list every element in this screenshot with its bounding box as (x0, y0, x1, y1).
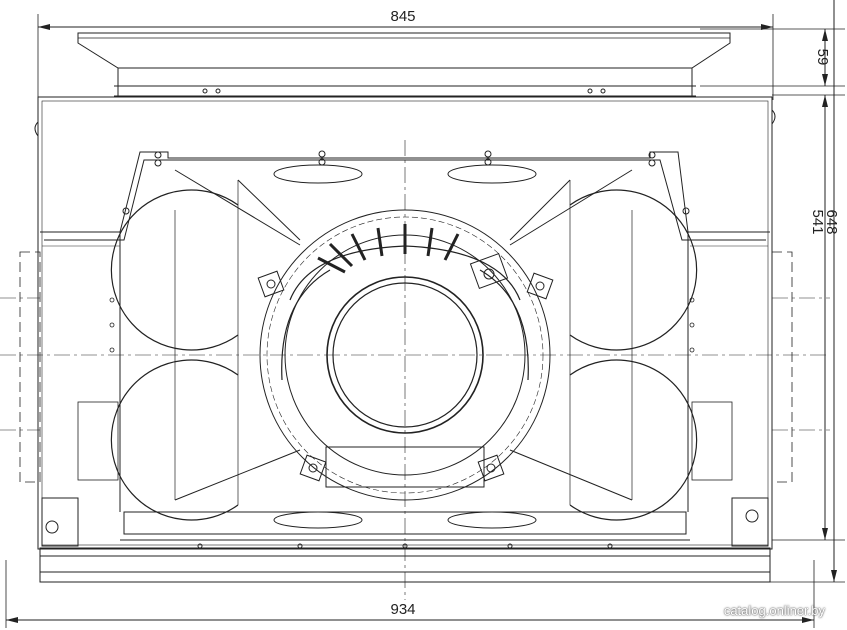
side-details (77, 297, 733, 481)
central-outlet (257, 209, 554, 501)
dimension-bottom-width: 934 (5, 560, 815, 628)
dimension-body-height-label: 541 (809, 209, 826, 234)
base (39, 497, 771, 583)
watermark: catalog.onliner.by (723, 603, 825, 618)
side-channels (19, 251, 793, 483)
dimension-right (700, 0, 845, 583)
dimension-total-height-label: 648 (823, 209, 840, 234)
dimension-top-width: 845 (37, 8, 774, 100)
dimension-top-width-label: 845 (390, 8, 415, 25)
hood (77, 32, 731, 97)
dimension-hood-height-label: 59 (814, 49, 831, 66)
fan-circles (110, 189, 698, 521)
dimension-bottom-width-label: 934 (390, 601, 415, 618)
